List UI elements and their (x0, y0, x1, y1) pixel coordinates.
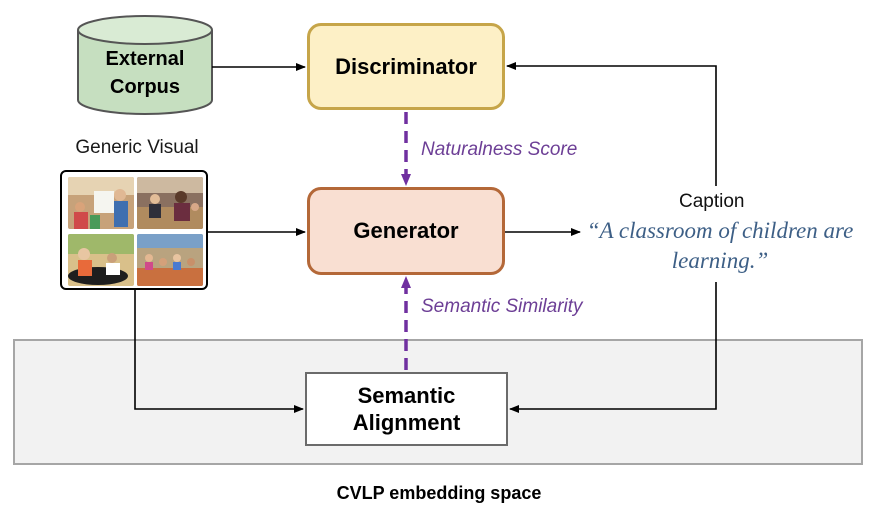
generator-box: Generator (307, 187, 505, 275)
semantic-alignment-line-1: Semantic (357, 383, 456, 408)
caption-text: “A classroom of children are learning.” (586, 218, 854, 273)
classroom-photo-3 (68, 234, 134, 286)
external-corpus-label: External Corpus (78, 45, 212, 101)
external-corpus-line-2: Corpus (110, 76, 180, 98)
generic-visual-label: Generic Visual (75, 137, 199, 158)
classroom-photo-2 (137, 177, 203, 229)
discriminator-box: Discriminator (307, 23, 505, 110)
classroom-photo-1 (68, 177, 134, 229)
caption-to-alignment-arrow (509, 282, 717, 413)
embedding-space-label: CVLP embedding space (336, 483, 542, 503)
naturalness-score-label: Naturalness Score (421, 139, 578, 160)
caption-to-discriminator-arrow (506, 62, 717, 186)
discriminator-label: Discriminator (335, 53, 477, 79)
classroom-photo-4 (137, 234, 203, 286)
semantic-alignment-box: Semantic Alignment (305, 372, 508, 446)
visual-to-alignment-arrow (134, 290, 304, 413)
external-corpus-line-1: External (105, 48, 185, 70)
generator-label: Generator (353, 218, 459, 243)
semantic-similarity-label: Semantic Similarity (421, 296, 583, 317)
semantic-alignment-line-2: Alignment (352, 410, 461, 435)
external-corpus-cylinder (77, 15, 213, 115)
generic-visual-collage (60, 170, 208, 290)
caption-heading: Caption (679, 191, 745, 212)
